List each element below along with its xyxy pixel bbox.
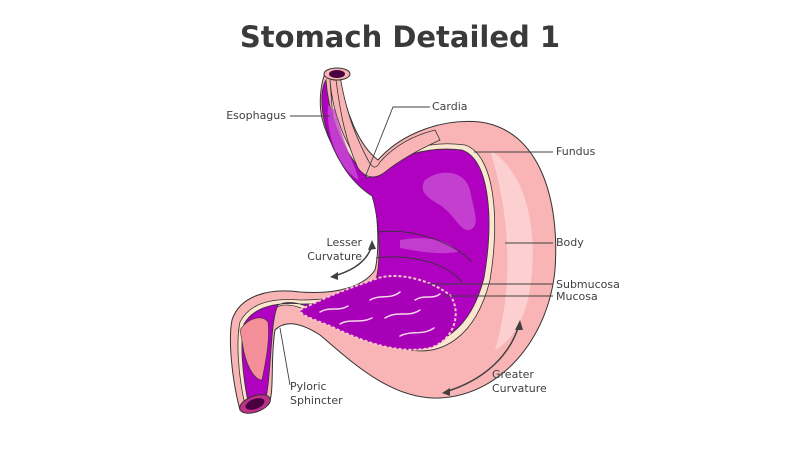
outer-wall-highlight bbox=[490, 150, 533, 350]
label-lesser-line1: Lesser bbox=[326, 236, 362, 249]
label-submucosa: Submucosa bbox=[556, 278, 620, 291]
label-lesser-curvature: Lesser Curvature bbox=[286, 236, 362, 264]
layer-line-1 bbox=[377, 230, 473, 263]
label-pyloric-sphincter: Pyloric Sphincter bbox=[290, 380, 343, 408]
label-lesser-line2: Curvature bbox=[307, 250, 362, 263]
layer-line-2 bbox=[375, 256, 463, 283]
duodenum-lumen-opening bbox=[245, 398, 265, 410]
rugae-folds bbox=[319, 291, 441, 337]
label-greater-line2: Curvature bbox=[492, 382, 547, 395]
label-pyloric-line1: Pyloric bbox=[290, 380, 327, 393]
esophagus-lumen-opening bbox=[329, 70, 345, 78]
label-fundus: Fundus bbox=[556, 145, 596, 158]
greater-arrowhead-bottom bbox=[442, 388, 450, 396]
greater-arrowhead-top bbox=[515, 320, 523, 330]
label-greater-curvature: Greater Curvature bbox=[492, 368, 547, 396]
label-body: Body bbox=[556, 236, 584, 249]
mucosa-folds bbox=[298, 274, 457, 351]
label-pyloric-line2: Sphincter bbox=[290, 394, 343, 407]
leader-lines bbox=[279, 106, 553, 386]
lumen-highlight-body bbox=[400, 238, 458, 254]
page-title: Stomach Detailed 1 bbox=[239, 20, 561, 54]
lesser-arrowhead-bottom bbox=[330, 272, 338, 280]
label-esophagus: Esophagus bbox=[226, 109, 286, 122]
pyloric-region bbox=[239, 317, 269, 381]
esophagus-wall bbox=[335, 75, 441, 178]
lumen-highlight-esophagus bbox=[327, 105, 359, 180]
label-mucosa: Mucosa bbox=[556, 290, 598, 303]
label-cardia: Cardia bbox=[432, 100, 468, 113]
lesser-arrowhead-top bbox=[368, 240, 376, 250]
lumen-highlight-fundus bbox=[422, 172, 476, 231]
greater-curvature-arrow bbox=[444, 324, 520, 393]
label-greater-line1: Greater bbox=[492, 368, 534, 381]
